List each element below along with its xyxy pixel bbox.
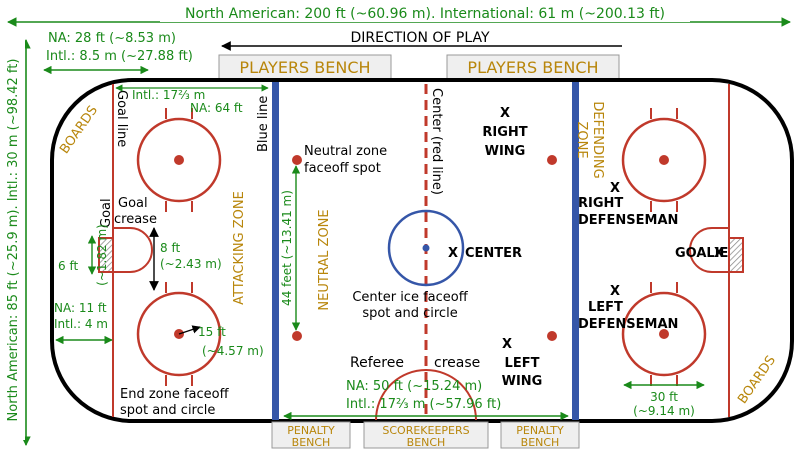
left-wing-label: LEFT — [505, 356, 540, 371]
circle-radius-label-2: (~4.57 m) — [202, 344, 264, 358]
circle-diameter-label: 30 ft — [650, 390, 678, 404]
left-defenseman-label-2: DEFENSEMAN — [578, 317, 678, 332]
goal-line-intl-label: Intl.: 17⅔ m — [132, 88, 205, 102]
crease-distance-label: 8 ft — [160, 241, 180, 255]
scorekeepers-label: SCOREKEEPERS — [382, 424, 469, 437]
goal-crease-left — [112, 227, 153, 273]
left-defenseman-x: X — [610, 284, 620, 299]
goal-crease-label-2: crease — [114, 212, 157, 227]
neutral-faceoff-spot-right-top — [547, 155, 557, 165]
attacking-zone-label: ATTACKING ZONE — [232, 191, 247, 305]
center-ice-label: Center ice faceoff — [352, 290, 468, 305]
crease-width-label: 6 ft — [58, 259, 78, 273]
scorekeepers-bench — [363, 421, 489, 449]
center-ice-label-2: spot and circle — [362, 306, 457, 321]
center-red-line-label: Center (red line) — [429, 88, 444, 195]
neutral-faceoff-spot-left-top — [292, 155, 302, 165]
goal-line-label: Goal line — [114, 90, 129, 147]
end-zone-faceoff-label: End zone faceoff — [120, 387, 230, 402]
center-label: CENTER — [465, 246, 522, 261]
direction-of-play-label: DIRECTION OF PLAY — [350, 30, 489, 46]
left-wing-x: X — [502, 337, 512, 352]
end-zone-intl-label: Intl.: 4 m — [54, 317, 108, 331]
goal-crease-right — [689, 227, 730, 273]
goal-right — [728, 237, 744, 273]
end-zone-faceoff-label-2: spot and circle — [120, 403, 215, 418]
crease-distance-label-2: (~2.43 m) — [160, 257, 222, 271]
players-bench-right — [446, 54, 620, 80]
goalie-label: GOALIE — [675, 246, 728, 261]
right-wing-label-2: WING — [485, 144, 526, 159]
goal-line-na-label: NA: 64 ft — [190, 101, 243, 115]
neutral-zone-na-label: NA: 50 ft (~15.24 m) — [346, 379, 482, 394]
neutral-faceoff-label: Neutral zone — [304, 144, 387, 159]
left-defenseman-label: LEFT — [588, 300, 623, 315]
players-bench-left — [218, 54, 392, 80]
end-zone-na-label: NA: 11 ft — [54, 301, 107, 315]
corner-na-label: NA: 28 ft (~8.53 m) — [48, 31, 176, 46]
length-dimension-label: North American: 200 ft (~60.96 m). Inter… — [185, 6, 665, 22]
circle-radius-arrow — [178, 325, 201, 335]
faceoff-circle-right-bottom — [621, 282, 707, 386]
neutral-faceoff-spot-right-bottom — [547, 331, 557, 341]
right-wing-label: RIGHT — [482, 125, 527, 140]
goalie-x: X — [714, 246, 724, 261]
right-defenseman-label-2: DEFENSEMAN — [578, 213, 678, 228]
right-defenseman-x: X — [610, 181, 620, 196]
penalty-bench-left — [271, 421, 351, 449]
penalty-bench-right-label: PENALTY — [516, 424, 564, 437]
neutral-zone-width-label: 44 feet (~13.41 m) — [280, 190, 294, 306]
width-dimension-label: North American: 85 ft (~25.9 m). Intl.: … — [6, 59, 21, 422]
penalty-bench-left-label: PENALTY — [287, 424, 335, 437]
circle-diameter-label-2: (~9.14 m) — [633, 404, 695, 418]
goal-label: Goal — [99, 198, 114, 228]
corner-intl-label: Intl.: 8.5 m (~27.88 ft) — [46, 49, 193, 64]
neutral-zone-intl-label: Intl.: 17⅔ m (~57.96 ft) — [346, 397, 501, 412]
left-wing-label-2: WING — [502, 374, 543, 389]
referee-crease-label: Referee — [350, 355, 404, 371]
scorekeepers-label-2: BENCH — [407, 436, 446, 449]
blue-line-left — [272, 82, 279, 420]
referee-crease — [375, 369, 477, 421]
blue-line-right — [572, 82, 579, 420]
center-ice-spot — [422, 244, 430, 252]
defending-zone-label-2: ZONE — [574, 121, 589, 158]
defending-zone-label: DEFENDING — [590, 101, 605, 178]
crease-width-label-2: (~1.82 m) — [95, 224, 109, 286]
center-ice-circle — [387, 209, 465, 287]
right-wing-x: X — [500, 106, 510, 121]
penalty-bench-left-label-2: BENCH — [292, 436, 331, 449]
players-bench-left-label: PLAYERS BENCH — [239, 58, 370, 77]
referee-crease-label-2: crease — [434, 355, 480, 371]
center-x: X — [448, 246, 458, 261]
neutral-faceoff-label-2: faceoff spot — [304, 161, 381, 176]
right-defenseman-label: RIGHT — [578, 196, 623, 211]
rink-boards — [50, 78, 794, 423]
faceoff-circle-left-top — [136, 108, 222, 212]
penalty-bench-right — [500, 421, 580, 449]
goal-left — [98, 237, 114, 273]
neutral-faceoff-spot-left-bottom — [292, 331, 302, 341]
neutral-zone-label: NEUTRAL ZONE — [317, 209, 332, 310]
faceoff-circle-right-top — [621, 108, 707, 212]
blue-line-label: Blue line — [256, 96, 271, 152]
players-bench-right-label: PLAYERS BENCH — [467, 58, 598, 77]
penalty-bench-right-label-2: BENCH — [521, 436, 560, 449]
circle-radius-label: 15 ft — [198, 325, 226, 339]
goal-crease-label: Goal — [118, 196, 148, 211]
